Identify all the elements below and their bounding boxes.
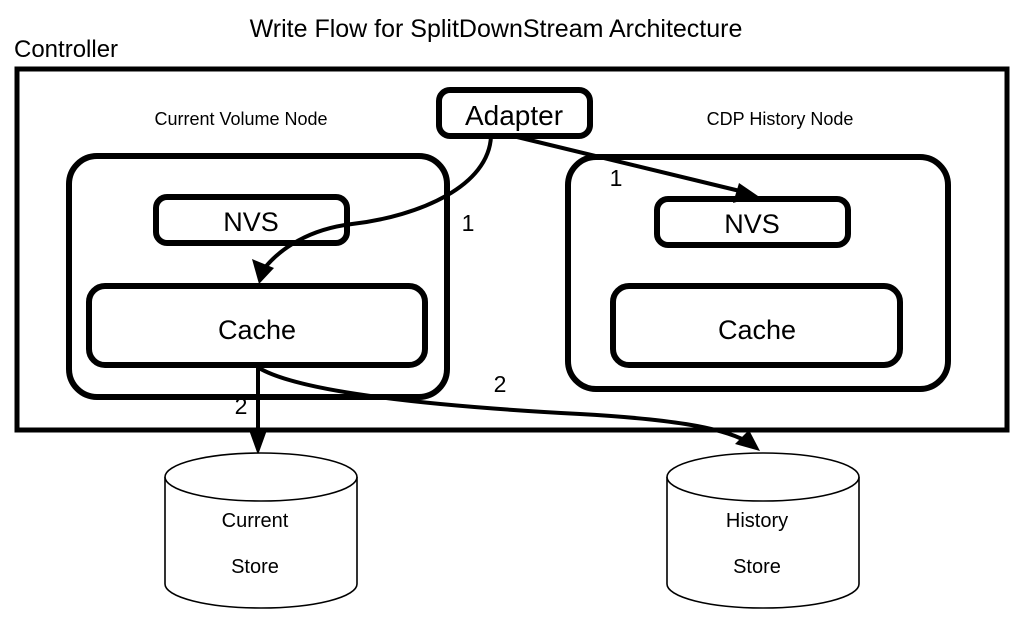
cache-box-current-volume [86,283,428,368]
flow-arrow-adapter-to-history-nvs [512,134,745,194]
flow-arrowhead-current-cache-to-current-store [249,430,267,455]
flow-step-label-adapter-to-current-cache: 1 [462,210,475,236]
flow-arrowhead-adapter-to-history-nvs [733,183,758,203]
flow-step-label-current-cache-to-current-store: 2 [235,393,248,419]
controller-frame-label: Controller [14,36,118,63]
cache-label-current-volume: Cache [218,315,296,345]
nvs-box-current-volume [153,194,350,246]
node-label-current-volume: Current Volume Node [154,109,327,129]
history-store-label-line2: Store [733,556,781,578]
current-store-label-line2: Store [231,556,279,578]
nvs-label-current-volume: NVS [223,207,279,237]
nvs-box-cdp-history [654,196,851,248]
store-cylinder-history: History Store [666,452,860,609]
flow-arrowhead-current-cache-to-history-store [735,430,760,451]
history-store-body [666,477,860,609]
flow-arrow-adapter-to-current-cache [261,135,493,272]
flow-step-label-adapter-to-history-nvs: 1 [610,165,623,191]
store-cylinder-current: Current Store [164,452,358,609]
flow-arrow-current-cache-to-history-store [257,366,747,443]
flow-arrowhead-adapter-to-current-cache [252,259,274,284]
current-store-top [164,452,358,502]
history-store-top [666,452,860,502]
cache-box-cdp-history [610,283,903,368]
current-store-body [164,477,358,609]
adapter-label: Adapter [465,100,563,131]
nvs-label-cdp-history: NVS [724,209,780,239]
current-store-label-line1: Current [222,510,289,532]
flow-step-label-current-cache-to-history-store: 2 [494,371,507,397]
history-store-label-line1: History [726,510,788,532]
diagram-title: Write Flow for SplitDownStream Architect… [250,15,743,43]
cache-label-cdp-history: Cache [718,315,796,345]
node-label-cdp-history: CDP History Node [707,109,854,129]
